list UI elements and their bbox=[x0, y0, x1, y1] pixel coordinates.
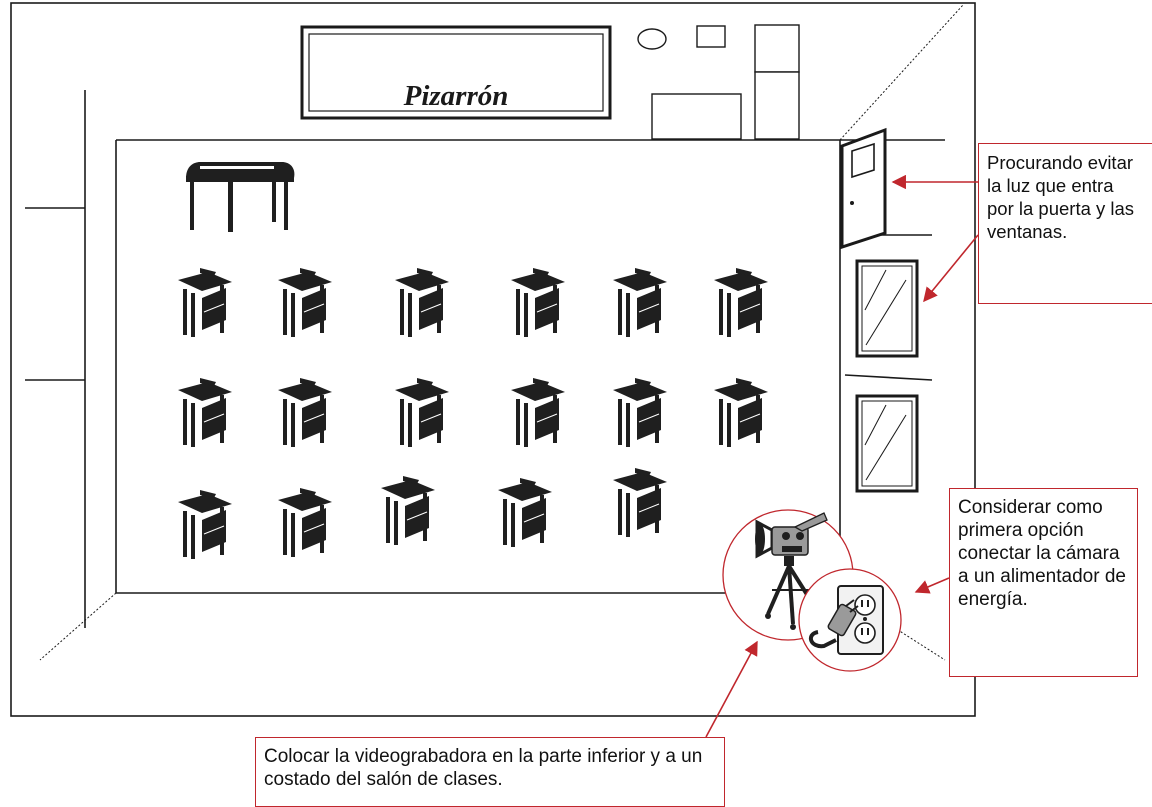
student-desk-icon bbox=[177, 267, 233, 338]
student-desk-icon bbox=[277, 267, 333, 338]
note-camera-placement: Colocar la videograbadora en la parte in… bbox=[255, 737, 725, 807]
note-power-advice: Considerar como primera opción conectar … bbox=[949, 488, 1138, 677]
arrow-to-outlet bbox=[914, 577, 950, 594]
arrow-to-camera bbox=[705, 640, 758, 738]
student-desk-icon bbox=[612, 467, 668, 538]
room-outline bbox=[10, 2, 976, 717]
student-desk-icon bbox=[277, 377, 333, 448]
student-desk-icon bbox=[612, 377, 668, 448]
annotation-arrows bbox=[705, 174, 979, 738]
student-desk-icon bbox=[177, 489, 233, 560]
teacher-desk-icon bbox=[186, 162, 295, 232]
note-light-line: la luz que entra bbox=[987, 175, 1114, 196]
door-icon bbox=[840, 127, 887, 250]
note-light-line: ventanas. bbox=[987, 221, 1068, 242]
note-light-line: por la puerta y las bbox=[987, 198, 1135, 219]
speaker-icon bbox=[696, 25, 726, 48]
counter-box bbox=[651, 93, 742, 140]
window-icon bbox=[855, 394, 919, 493]
student-desk-icon bbox=[277, 487, 333, 558]
window-icon bbox=[855, 259, 919, 358]
student-desks bbox=[177, 267, 769, 560]
student-desk-icon bbox=[380, 475, 436, 546]
student-desk-icon bbox=[510, 267, 566, 338]
student-desk-icon bbox=[394, 377, 450, 448]
note-power-text: Considerar como primera opción conectar … bbox=[958, 497, 1126, 610]
cabinet-upper bbox=[754, 24, 800, 73]
student-desk-icon bbox=[177, 377, 233, 448]
student-desk-icon bbox=[713, 377, 769, 448]
note-camera-text: Colocar la videograbadora en la parte in… bbox=[264, 746, 703, 790]
student-desk-icon bbox=[497, 477, 553, 548]
cabinet-lower bbox=[754, 71, 800, 140]
blackboard: Pizarrón bbox=[300, 25, 612, 120]
power-plug-icon bbox=[808, 599, 859, 649]
student-desk-icon bbox=[510, 377, 566, 448]
note-light-line: Procurando evitar bbox=[987, 152, 1134, 173]
blackboard-label: Pizarrón bbox=[403, 80, 509, 112]
student-desk-icon bbox=[713, 267, 769, 338]
wall-clock-icon bbox=[637, 28, 667, 50]
student-desk-icon bbox=[394, 267, 450, 338]
student-desk-icon bbox=[612, 267, 668, 338]
note-light-advice: Procurando evitar la luz que entra por l… bbox=[978, 143, 1152, 304]
wall-fixtures bbox=[637, 24, 800, 140]
arrow-to-window bbox=[923, 234, 979, 303]
